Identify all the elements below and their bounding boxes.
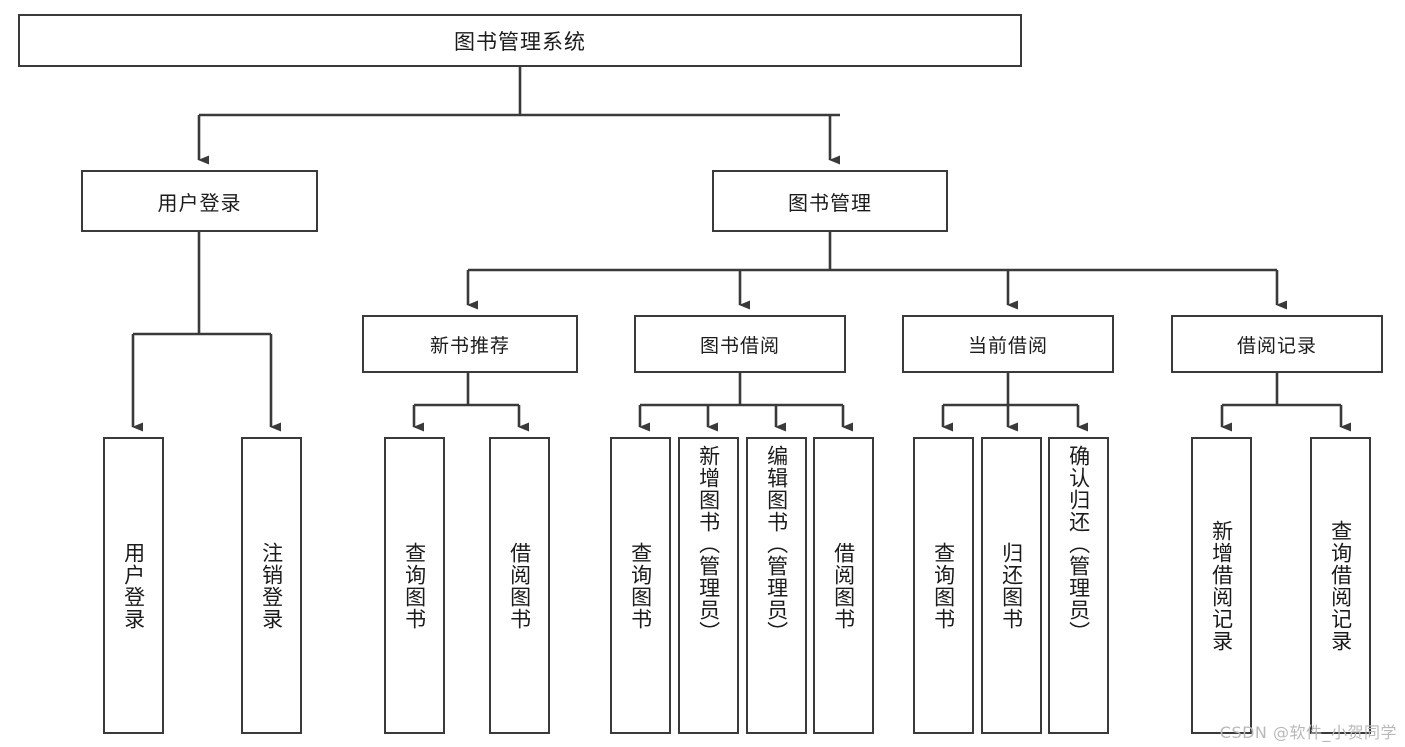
node-label: 新书推荐 <box>429 334 510 357</box>
node-current-borrow[interactable]: 当前借阅 <box>902 315 1114 373</box>
leaf-new-book-borrow[interactable]: 借阅图书 <box>489 437 550 734</box>
node-label: 图书借阅 <box>699 334 780 357</box>
node-label: 用户登录 <box>157 190 242 215</box>
node-label: 图书管理系统 <box>454 29 586 54</box>
node-label: 图书管理 <box>788 190 872 215</box>
node-book-borrow[interactable]: 图书借阅 <box>634 315 846 373</box>
leaf-user-login-logout[interactable]: 注销登录 <box>241 437 302 734</box>
node-label: 查询图书 <box>402 541 427 630</box>
leaf-current-borrow-query[interactable]: 查询图书 <box>913 437 974 734</box>
leaf-current-borrow-confirm-return[interactable]: 确认归还（管理员） <box>1048 437 1109 734</box>
node-user-login[interactable]: 用户登录 <box>81 170 318 232</box>
leaf-book-borrow-borrow[interactable]: 借阅图书 <box>813 437 874 734</box>
node-label: 注销登录 <box>259 541 284 630</box>
leaf-user-login-login[interactable]: 用户登录 <box>103 437 164 734</box>
node-label: 查询借阅记录 <box>1328 519 1353 652</box>
node-book-management[interactable]: 图书管理 <box>712 170 948 232</box>
leaf-borrow-record-add[interactable]: 新增借阅记录 <box>1191 437 1252 734</box>
node-label: 用户登录 <box>121 541 146 630</box>
node-label: 确认归还（管理员） <box>1066 445 1091 643</box>
node-borrow-record[interactable]: 借阅记录 <box>1171 315 1383 373</box>
node-label: 编辑图书（管理员） <box>764 445 789 643</box>
leaf-borrow-record-query[interactable]: 查询借阅记录 <box>1310 437 1371 734</box>
node-label: 借阅记录 <box>1236 334 1317 357</box>
node-root-system[interactable]: 图书管理系统 <box>18 14 1022 67</box>
node-label: 查询图书 <box>931 541 956 630</box>
leaf-current-borrow-return[interactable]: 归还图书 <box>981 437 1042 734</box>
csdn-watermark: CSDN @软件_小贺同学 <box>1219 723 1397 742</box>
node-label: 借阅图书 <box>507 541 532 630</box>
node-label: 查询图书 <box>628 541 653 630</box>
leaf-new-book-query[interactable]: 查询图书 <box>384 437 445 734</box>
node-label: 新增借阅记录 <box>1209 519 1234 652</box>
node-label: 借阅图书 <box>831 541 856 630</box>
node-label: 当前借阅 <box>967 334 1048 357</box>
node-new-book-recommend[interactable]: 新书推荐 <box>362 315 578 373</box>
node-label: 归还图书 <box>999 541 1024 630</box>
node-label: 新增图书（管理员） <box>696 445 721 643</box>
leaf-book-borrow-edit[interactable]: 编辑图书（管理员） <box>746 437 807 734</box>
leaf-book-borrow-add[interactable]: 新增图书（管理员） <box>678 437 739 734</box>
leaf-book-borrow-query[interactable]: 查询图书 <box>610 437 671 734</box>
